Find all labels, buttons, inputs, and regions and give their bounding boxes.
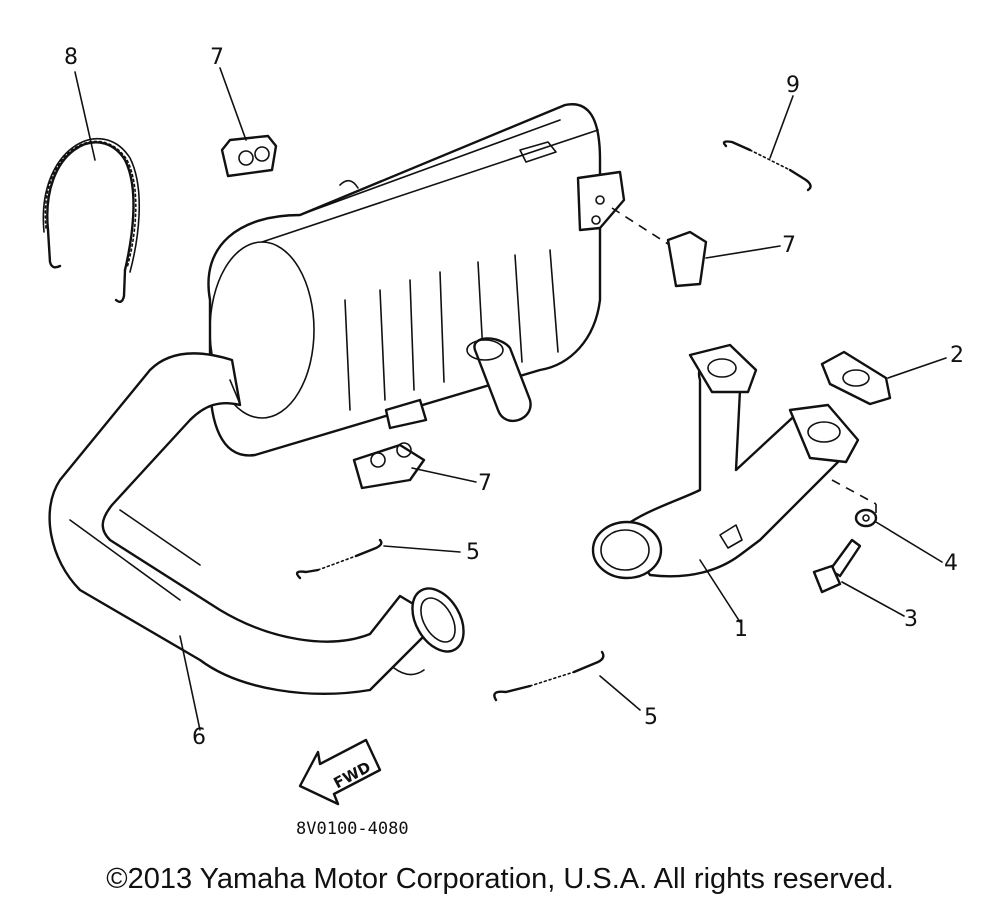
part-1-exhaust-pipe xyxy=(591,343,860,580)
fwd-direction-arrow: FWD xyxy=(298,738,382,806)
part-8-long-spring xyxy=(42,138,140,303)
alignment-line-bolt xyxy=(831,479,877,505)
callout-1: 1 xyxy=(734,617,748,642)
part-9-small-spring xyxy=(722,140,812,192)
callout-5-upper: 5 xyxy=(466,540,480,565)
part-3-bolt xyxy=(812,538,862,594)
callout-2: 2 xyxy=(950,343,964,368)
part-4-washer xyxy=(854,508,878,528)
part-5-spring-lower xyxy=(493,650,605,702)
callout-7-top: 7 xyxy=(210,45,224,70)
muffler-body xyxy=(207,103,626,457)
callout-7-bottom: 7 xyxy=(478,471,492,496)
callout-6: 6 xyxy=(192,725,206,750)
diagram-code: 8V0100-4080 xyxy=(296,819,409,839)
callout-3: 3 xyxy=(904,607,918,632)
part-5-spring-upper xyxy=(295,538,383,580)
part-7-clip-bottom xyxy=(352,442,426,490)
leader-lines xyxy=(74,67,947,731)
part-7-clip-top xyxy=(220,134,278,178)
copyright-notice: ©2013 Yamaha Motor Corporation, U.S.A. A… xyxy=(106,863,894,895)
callout-9: 9 xyxy=(786,73,800,98)
part-6-header-pipe xyxy=(48,352,465,695)
alignment-line-clip xyxy=(611,207,669,245)
callout-7-right: 7 xyxy=(782,233,796,258)
callout-4: 4 xyxy=(944,551,958,576)
part-2-gasket xyxy=(820,350,892,406)
callout-8: 8 xyxy=(64,45,78,70)
callout-5-lower: 5 xyxy=(644,705,658,730)
part-7-clip-right xyxy=(666,230,708,288)
